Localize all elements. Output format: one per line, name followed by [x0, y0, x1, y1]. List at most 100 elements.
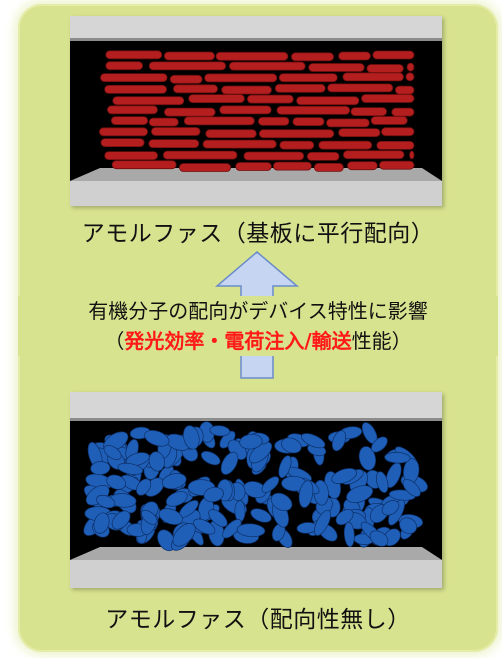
- ellipsoid-molecule: [203, 486, 224, 503]
- top-caption: アモルファス（基板に平行配向）: [81, 221, 435, 247]
- influence-text: 有機分子の配向がデバイス特性に影響 （発光効率・電荷注入/輸送性能）: [18, 296, 498, 356]
- ellipsoid-molecule: [250, 508, 272, 523]
- ellipsoid-molecule: [144, 430, 170, 447]
- rod-molecule: [391, 107, 415, 117]
- rod-molecule: [98, 127, 149, 137]
- open-paren: （: [104, 329, 125, 353]
- top-substrate: [70, 392, 442, 418]
- rod-molecule: [202, 139, 277, 149]
- ellipsoid-molecule: [161, 473, 187, 490]
- ellipsoid-molecule: [270, 492, 293, 511]
- rod-molecule: [338, 51, 371, 61]
- ellipsoid-molecule: [209, 425, 231, 437]
- ellipsoid-molecule: [222, 519, 242, 539]
- ellipsoid-molecule: [331, 468, 357, 484]
- rod-molecule: [173, 84, 219, 94]
- random-ellipsoids: [83, 421, 428, 552]
- ellipsoid-molecule: [239, 433, 263, 450]
- rod-molecule: [342, 150, 405, 160]
- ellipsoid-molecule: [371, 436, 388, 453]
- ellipsoid-molecule: [117, 462, 144, 475]
- ellipsoid-molecule: [281, 437, 302, 454]
- highlight-text: 発光効率・電荷注入/輸送: [124, 329, 352, 353]
- rod-molecule: [169, 74, 203, 84]
- rod-molecule: [406, 62, 415, 72]
- random-orientation-scene: [70, 392, 442, 588]
- rod-molecule: [257, 116, 290, 126]
- rod-molecule: [381, 127, 415, 137]
- rod-molecule: [148, 139, 200, 148]
- ellipsoid-molecule: [234, 500, 246, 523]
- influence-line2: （発光効率・電荷注入/輸送性能）: [18, 326, 498, 356]
- rod-molecule: [111, 160, 177, 170]
- rod-molecule: [274, 83, 326, 93]
- ellipsoid-molecule: [381, 500, 400, 516]
- ellipsoid-molecule: [236, 523, 266, 538]
- ellipsoid-molecule: [103, 445, 122, 460]
- rod-molecule: [162, 150, 238, 160]
- rod-molecule: [350, 107, 387, 116]
- rod-molecule: [228, 61, 306, 71]
- rod-molecule: [215, 51, 289, 61]
- rod-molecule: [394, 85, 415, 95]
- ellipsoid-molecule: [193, 518, 216, 535]
- ellipsoid-molecule: [165, 491, 188, 507]
- rod-molecule: [235, 162, 272, 171]
- ellipsoid-molecule: [402, 479, 421, 497]
- rod-molecule: [112, 96, 185, 106]
- rod-molecule: [361, 94, 415, 103]
- rod-molecule: [366, 64, 404, 73]
- ellipsoid-molecule: [298, 480, 314, 508]
- ellipsoid-molecule: [96, 494, 116, 509]
- ellipsoid-molecule: [157, 529, 176, 552]
- rod-molecule: [278, 73, 338, 83]
- ellipsoid-molecule: [343, 521, 355, 548]
- rod-molecule: [164, 107, 216, 117]
- top-substrate: [70, 16, 442, 38]
- rod-molecule: [148, 61, 227, 71]
- rod-molecule: [179, 163, 232, 172]
- rod-molecule: [276, 105, 351, 115]
- rod-molecule: [372, 50, 415, 60]
- rod-molecule: [183, 116, 255, 126]
- rod-molecule: [409, 150, 415, 160]
- rod-molecule: [148, 117, 179, 127]
- rod-molecule: [204, 73, 278, 83]
- ellipsoid-molecule: [261, 476, 280, 493]
- rod-molecule: [342, 72, 404, 82]
- rod-molecule: [272, 161, 312, 171]
- rod-molecule: [205, 129, 257, 139]
- ellipsoid-molecule: [220, 451, 239, 475]
- rod-molecule: [105, 61, 143, 71]
- ellipsoid-molecule: [384, 452, 411, 464]
- bottom-substrate: [70, 560, 442, 588]
- rod-molecule: [258, 129, 335, 139]
- bottom-caption: アモルファス（配向性無し）: [105, 607, 411, 633]
- rod-molecule: [104, 85, 167, 94]
- bottom-substrate: [70, 181, 442, 206]
- parallel-orientation-scene: [70, 16, 442, 206]
- rod-molecule: [306, 151, 340, 161]
- rod-molecule: [313, 162, 344, 172]
- rod-molecule: [378, 160, 415, 170]
- rod-molecule: [326, 118, 370, 128]
- ellipsoid-molecule: [278, 455, 292, 479]
- rod-molecule: [327, 83, 394, 93]
- rod-molecule: [405, 72, 415, 82]
- ellipsoid-molecule: [346, 485, 374, 503]
- rod-molecule: [100, 73, 168, 82]
- rod-molecule: [100, 138, 145, 147]
- ellipsoid-molecule: [93, 512, 110, 534]
- ellipsoid-molecule: [125, 452, 150, 467]
- ellipsoid-molecule: [183, 425, 200, 450]
- rod-molecule: [219, 105, 272, 115]
- tail-text: 性能）: [351, 329, 412, 353]
- rod-molecule: [338, 128, 381, 137]
- rod-molecule: [290, 52, 334, 62]
- rod-molecule: [188, 94, 245, 103]
- ellipsoid-molecule: [200, 451, 221, 466]
- ellipsoid-molecule: [314, 509, 331, 536]
- ellipsoid-molecule: [148, 451, 165, 472]
- rod-molecule: [292, 117, 325, 126]
- ellipsoid-molecule: [376, 471, 389, 493]
